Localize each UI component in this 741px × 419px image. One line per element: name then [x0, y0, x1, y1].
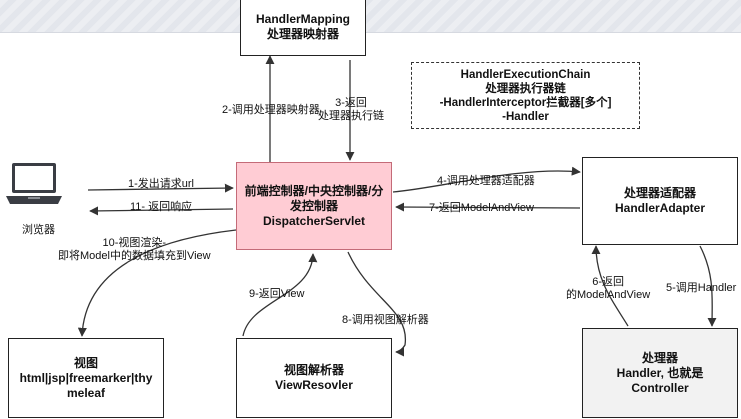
step-6-line1: 6-返回: [592, 276, 624, 288]
handler-controller-box: 处理器 Handler, 也就是 Controller: [582, 328, 738, 418]
arrow-step-6: [591, 245, 629, 327]
view-line3: meleaf: [66, 385, 106, 400]
step-2-label: 2-调用处理器映射器: [222, 104, 320, 116]
arrow-step-11: [89, 206, 234, 216]
step-9-label: 9-返回View: [249, 288, 305, 300]
adapter-line2: HandlerAdapter: [614, 201, 706, 215]
view-box: 视图 html|jsp|freemarker|thy meleaf: [8, 338, 164, 418]
step-7-label: 7-返回ModelAndView: [429, 202, 534, 214]
handler-line2: Handler, 也就是: [616, 365, 704, 380]
step-10-line2: 即将Model中的数据填充到View: [58, 250, 211, 262]
handler-mapping-subtitle: 处理器映射器: [266, 27, 339, 41]
arrow-step-4: [392, 166, 581, 193]
step-10-line1: 10-视图渲染-: [102, 237, 167, 249]
dispatcher-line1: 前端控制器/中央控制器/分: [244, 183, 384, 198]
step-4-label: 4-调用处理器适配器: [437, 175, 535, 187]
dispatcher-line3: DispatcherServlet: [262, 213, 366, 228]
execution-chain-line2: 处理器执行器链: [485, 82, 566, 95]
step-5-label: 5-调用Handler: [666, 282, 737, 294]
arrow-step-8: [347, 251, 406, 357]
handler-mapping-title: HandlerMapping: [255, 12, 350, 26]
arrow-step-1: [87, 183, 234, 193]
arrow-step-7: [395, 202, 581, 212]
handler-adapter-box: 处理器适配器 HandlerAdapter: [582, 157, 738, 245]
step-11-label: 11- 返回响应: [130, 201, 193, 213]
execution-chain-line4: -Handler: [502, 110, 549, 123]
arrow-step-10: [77, 229, 237, 337]
handler-mapping-box: HandlerMapping 处理器映射器: [240, 0, 366, 56]
view-line1: 视图: [73, 355, 98, 370]
arrow-step-9: [242, 253, 318, 337]
handler-line3: Controller: [631, 380, 689, 395]
step-3-line1: 3-返回: [335, 97, 367, 109]
browser-label: 浏览器: [22, 224, 55, 236]
laptop-icon: [4, 160, 64, 208]
step-6-line2: 的ModelAndView: [566, 289, 651, 301]
dispatcher-servlet-box: 前端控制器/中央控制器/分 发控制器 DispatcherServlet: [236, 162, 392, 250]
view-resolver-box: 视图解析器 ViewResovler: [236, 338, 392, 418]
execution-chain-line1: HandlerExecutionChain: [460, 68, 591, 81]
view-line2: html|jsp|freemarker|thy: [19, 370, 153, 385]
step-3-label: 3-返回 处理器执行链: [318, 97, 384, 123]
arrow-step-5: [699, 245, 717, 327]
execution-chain-line3: -HandlerInterceptor拦截器[多个]: [439, 96, 612, 109]
step-6-label: 6-返回 的ModelAndView: [566, 276, 650, 302]
step-3-line2: 处理器执行链: [318, 110, 384, 122]
step-1-label: 1-发出请求url: [128, 178, 195, 190]
step-10-label: 10-视图渲染- 即将Model中的数据填充到View: [58, 237, 211, 263]
step-8-label: 8-调用视图解析器: [342, 314, 429, 326]
handler-line1: 处理器: [641, 350, 678, 365]
view-resolver-line2: ViewResovler: [275, 378, 353, 392]
view-resolver-line1: 视图解析器: [283, 363, 344, 377]
dispatcher-line2: 发控制器: [289, 198, 338, 213]
execution-chain-box: HandlerExecutionChain 处理器执行器链 -HandlerIn…: [411, 62, 640, 129]
adapter-line1: 处理器适配器: [623, 186, 696, 200]
top-band: [0, 0, 741, 33]
